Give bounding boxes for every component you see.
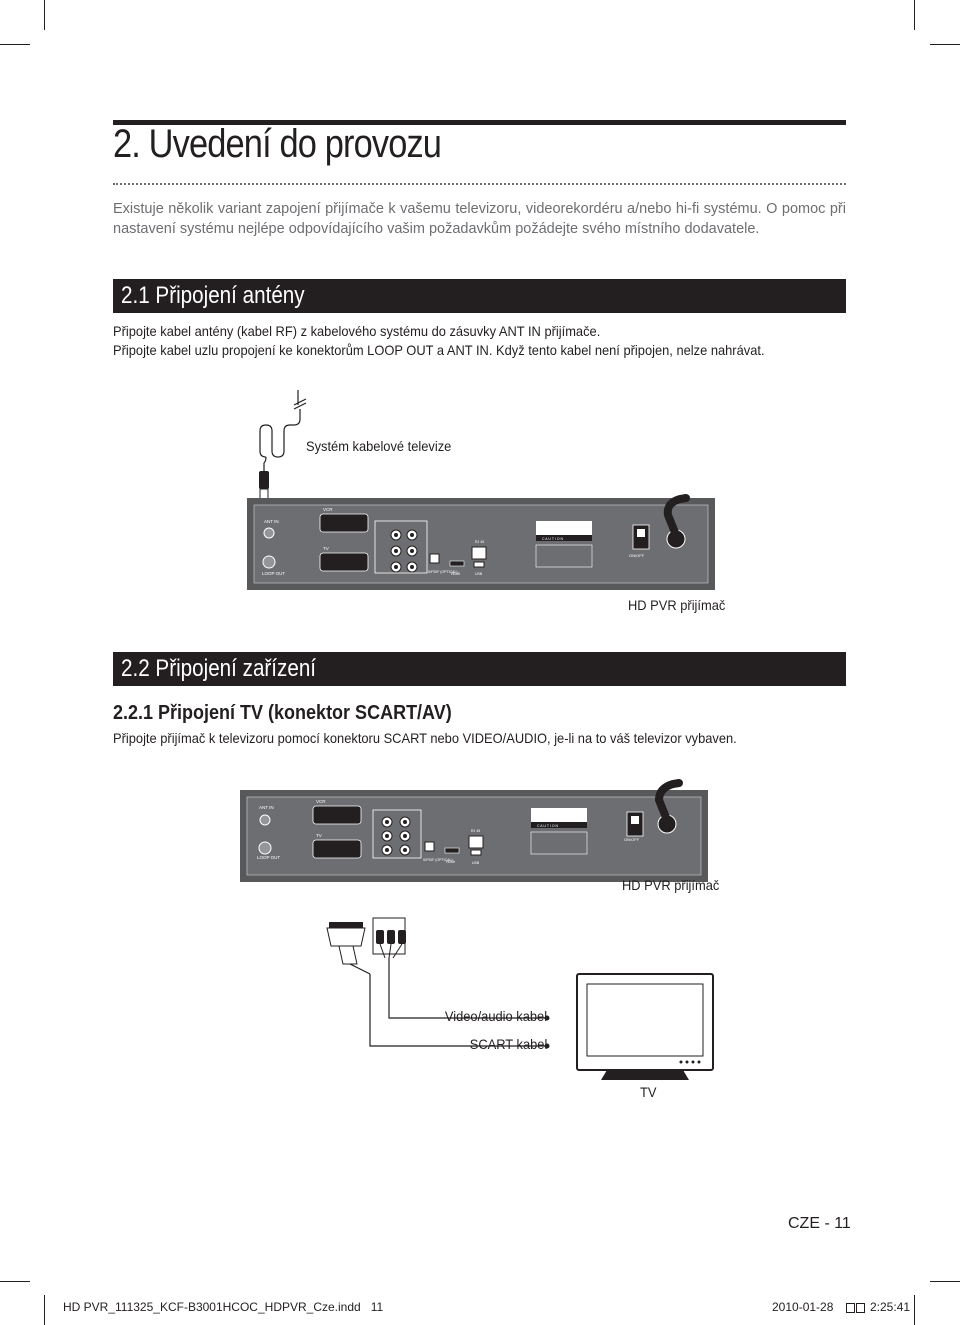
loop-out-label: LOOP OUT bbox=[257, 855, 280, 860]
rj45-label: RJ 45 bbox=[471, 829, 480, 833]
usb-label: USB bbox=[475, 572, 483, 576]
slug-date: 2010-01-28 bbox=[772, 1300, 834, 1314]
ant-in-label: ANT IN bbox=[259, 805, 274, 810]
on-off-label: ON/OFF bbox=[629, 553, 645, 558]
slug-time: 2:25:41 bbox=[870, 1300, 911, 1314]
scart-plug-icon bbox=[326, 922, 371, 975]
vcr-label: VCR bbox=[323, 507, 333, 512]
crop-mark bbox=[44, 0, 45, 30]
cable-tv-label: Systém kabelové televize bbox=[306, 438, 452, 454]
antenna-connection-diagram: ANT IN LOOP OUT VCR TV S/PDIF (OPTICAL) … bbox=[247, 390, 715, 590]
av-cable-label: Video/audio kabel bbox=[444, 1008, 547, 1024]
spdif-label: S/PDIF (OPTICAL) bbox=[423, 858, 453, 862]
receiver-label-2: HD PVR přijímač bbox=[622, 877, 720, 893]
tv-label: TV bbox=[323, 546, 329, 551]
slug-icon bbox=[846, 1302, 865, 1313]
section-2-2-line-1: Připojte přijímač k televizoru pomocí ko… bbox=[113, 730, 737, 746]
crop-mark bbox=[930, 1281, 960, 1282]
crop-mark bbox=[0, 1281, 30, 1282]
section-title: 2.1 Připojení antény bbox=[121, 282, 305, 309]
caution-label: C A U T I O N bbox=[537, 824, 559, 828]
caution-label: C A U T I O N bbox=[542, 537, 564, 541]
section-2-1-line-2: Připojte kabel uzlu propojení ke konekto… bbox=[113, 342, 765, 358]
crop-mark bbox=[914, 0, 915, 30]
receiver-back-panel: ANT IN LOOP OUT VCR TV S/PDIF (OPTICAL) … bbox=[247, 494, 715, 590]
cable-tv-source-icon bbox=[259, 390, 307, 473]
tv-label: TV bbox=[640, 1084, 657, 1100]
hdmi-label: HDMI bbox=[446, 860, 455, 864]
title-rule bbox=[113, 120, 846, 125]
crop-mark bbox=[0, 44, 30, 45]
intro-line-1: Existuje několik variant zapojení přijím… bbox=[113, 201, 846, 217]
crop-mark bbox=[930, 44, 960, 45]
section-title: 2.2 Připojení zařízení bbox=[121, 655, 317, 682]
on-off-label: ON/OFF bbox=[624, 837, 640, 842]
crop-mark bbox=[914, 1295, 915, 1325]
tv-label: TV bbox=[316, 833, 322, 838]
intro-line-2: nastavení systému nejlépe odpovídajícího… bbox=[113, 221, 760, 237]
crop-mark bbox=[44, 1295, 45, 1325]
hdmi-label: HDMI bbox=[451, 572, 460, 576]
section-2-1-line-1: Připojte kabel antény (kabel RF) z kabel… bbox=[113, 323, 601, 339]
tv-icon bbox=[576, 973, 714, 1080]
rj45-label: RJ 45 bbox=[475, 540, 484, 544]
spdif-label: S/PDIF (OPTICAL) bbox=[428, 570, 458, 574]
section-heading-2-1: 2.1 Připojení antény bbox=[113, 279, 846, 313]
usb-label: USB bbox=[472, 861, 480, 865]
subsection-heading: 2.2.1 Připojení TV (konektor SCART/AV) bbox=[113, 702, 452, 724]
receiver-back-panel: ANT IN LOOP OUT VCR TV S/PDIF (OPTICAL) … bbox=[240, 779, 708, 882]
loop-out-label: LOOP OUT bbox=[262, 571, 285, 576]
page-title: 2. Uvedení do provozu bbox=[113, 122, 442, 166]
vcr-label: VCR bbox=[316, 799, 326, 804]
file-slug: HD PVR_111325_KCF-B3001HCOC_HDPVR_Cze.in… bbox=[63, 1300, 384, 1314]
ant-in-label: ANT IN bbox=[264, 519, 279, 524]
scart-cable-label: SCART kabel bbox=[469, 1036, 547, 1052]
receiver-label-1: HD PVR přijímač bbox=[628, 597, 726, 613]
section-heading-2-2: 2.2 Připojení zařízení bbox=[113, 652, 846, 686]
tv-connection-diagram: ANT IN LOOP OUT VCR TV S/PDIF (OPTICAL) … bbox=[240, 779, 714, 1080]
dotted-divider bbox=[113, 183, 846, 185]
page-number: CZE - 11 bbox=[788, 1215, 851, 1232]
rca-plugs-icon bbox=[372, 917, 406, 959]
